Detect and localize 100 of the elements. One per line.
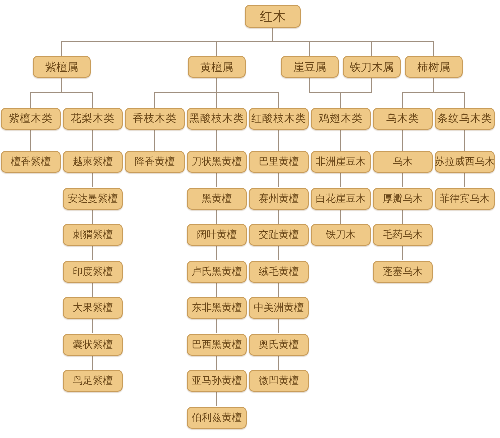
connector-line	[216, 209, 218, 224]
connector-line	[92, 318, 94, 334]
node-label: 降香黄檀	[135, 156, 175, 169]
node-label: 亚马孙黄檀	[192, 374, 242, 388]
node-label: 紫檀木类	[9, 112, 53, 126]
category-box	[435, 151, 495, 173]
category-box	[249, 370, 309, 392]
node-label: 东非黑黄檀	[192, 302, 242, 315]
node-label: 苏拉威西乌木	[435, 156, 495, 169]
category-box	[249, 297, 309, 319]
node-label: 刺猬紫檀	[73, 228, 113, 242]
category-box	[63, 151, 123, 173]
node-label: 鸡翅木类	[319, 112, 363, 126]
category-box	[187, 151, 247, 173]
node-label: 檀香紫檀	[11, 156, 51, 169]
connector-line	[402, 172, 404, 188]
connector-line	[92, 282, 94, 298]
category-box	[249, 151, 309, 173]
category-box	[187, 224, 247, 246]
node-label: 卢氏黑黄檀	[192, 266, 242, 278]
node-label: 条纹乌木类	[438, 112, 492, 126]
category-box	[187, 334, 247, 356]
connector-line	[340, 130, 342, 152]
node-label: 红酸枝木类	[252, 112, 306, 126]
category-box	[1, 108, 61, 130]
category-box	[245, 5, 301, 28]
category-box	[435, 108, 495, 130]
connector-line	[92, 355, 94, 370]
node-label: 紫檀属	[46, 60, 78, 74]
connector-line	[62, 78, 94, 108]
category-box	[249, 224, 309, 246]
category-box	[281, 56, 339, 78]
node-label: 红木	[260, 8, 286, 26]
connector-line	[278, 318, 280, 334]
node-label: 囊状紫檀	[73, 338, 113, 352]
node-label: 阔叶黄檀	[197, 228, 237, 242]
node-label: 鸟足紫檀	[73, 374, 113, 388]
connector-line	[340, 172, 342, 188]
node-label: 巴西黑黄檀	[192, 338, 242, 352]
category-box	[405, 56, 463, 78]
node-label: 蓬塞乌木	[383, 266, 423, 278]
category-box	[249, 108, 309, 130]
connector-line	[278, 130, 280, 152]
node-label: 刀状黑黄檀	[192, 156, 242, 169]
node-label: 柿树属	[418, 60, 450, 74]
connector-line	[278, 246, 280, 261]
connector-line	[216, 130, 218, 152]
category-box	[63, 188, 123, 210]
connector-line	[30, 130, 32, 152]
connector-line	[464, 130, 466, 152]
node-label: 铁刀木属	[350, 60, 394, 74]
node-label: 交趾黄檀	[259, 228, 299, 242]
node-label: 黄檀属	[200, 60, 234, 74]
category-box	[188, 56, 246, 78]
category-box	[373, 224, 433, 246]
category-box	[311, 188, 371, 210]
connector-line	[272, 28, 434, 56]
node-label: 黑黄檀	[202, 192, 232, 206]
connector-line	[92, 172, 94, 188]
connector-line	[434, 78, 466, 108]
node-label: 巴里黄檀	[259, 156, 299, 169]
connector-line	[92, 209, 94, 224]
category-box	[63, 108, 123, 130]
connector-line	[92, 246, 94, 261]
node-label: 铁刀木	[326, 228, 356, 242]
category-box	[187, 188, 247, 210]
category-box	[1, 151, 61, 173]
category-box	[373, 108, 433, 130]
category-box	[187, 297, 247, 319]
connector-line	[278, 172, 280, 188]
connector-line	[92, 130, 94, 152]
category-box	[63, 260, 123, 282]
node-label: 微凹黄檀	[259, 374, 299, 388]
node-label: 赛州黄檀	[259, 192, 299, 206]
connector-line	[402, 246, 404, 261]
category-box	[373, 188, 433, 210]
node-label: 越柬紫檀	[73, 156, 113, 169]
category-box	[249, 334, 309, 356]
node-label: 乌木	[393, 156, 413, 169]
connector-line	[278, 282, 280, 298]
connector-line	[216, 282, 218, 298]
connector-line	[402, 130, 404, 152]
node-label: 印度紫檀	[73, 266, 113, 278]
node-label: 厚瓣乌木	[383, 192, 423, 206]
node-label: 菲律宾乌木	[440, 192, 490, 206]
category-box	[187, 370, 247, 392]
category-box	[249, 260, 309, 282]
connector-line	[216, 78, 280, 108]
category-box	[187, 260, 247, 282]
node-label: 黑酸枝木类	[190, 112, 244, 126]
node-label: 绒毛黄檀	[259, 266, 299, 278]
category-box	[63, 224, 123, 246]
category-box	[33, 56, 91, 78]
connector-line	[216, 392, 218, 407]
category-box	[187, 406, 247, 428]
connector-line	[154, 130, 156, 152]
category-box	[311, 151, 371, 173]
category-box	[373, 260, 433, 282]
node-label: 香枝木类	[133, 112, 177, 126]
category-box	[343, 56, 401, 78]
